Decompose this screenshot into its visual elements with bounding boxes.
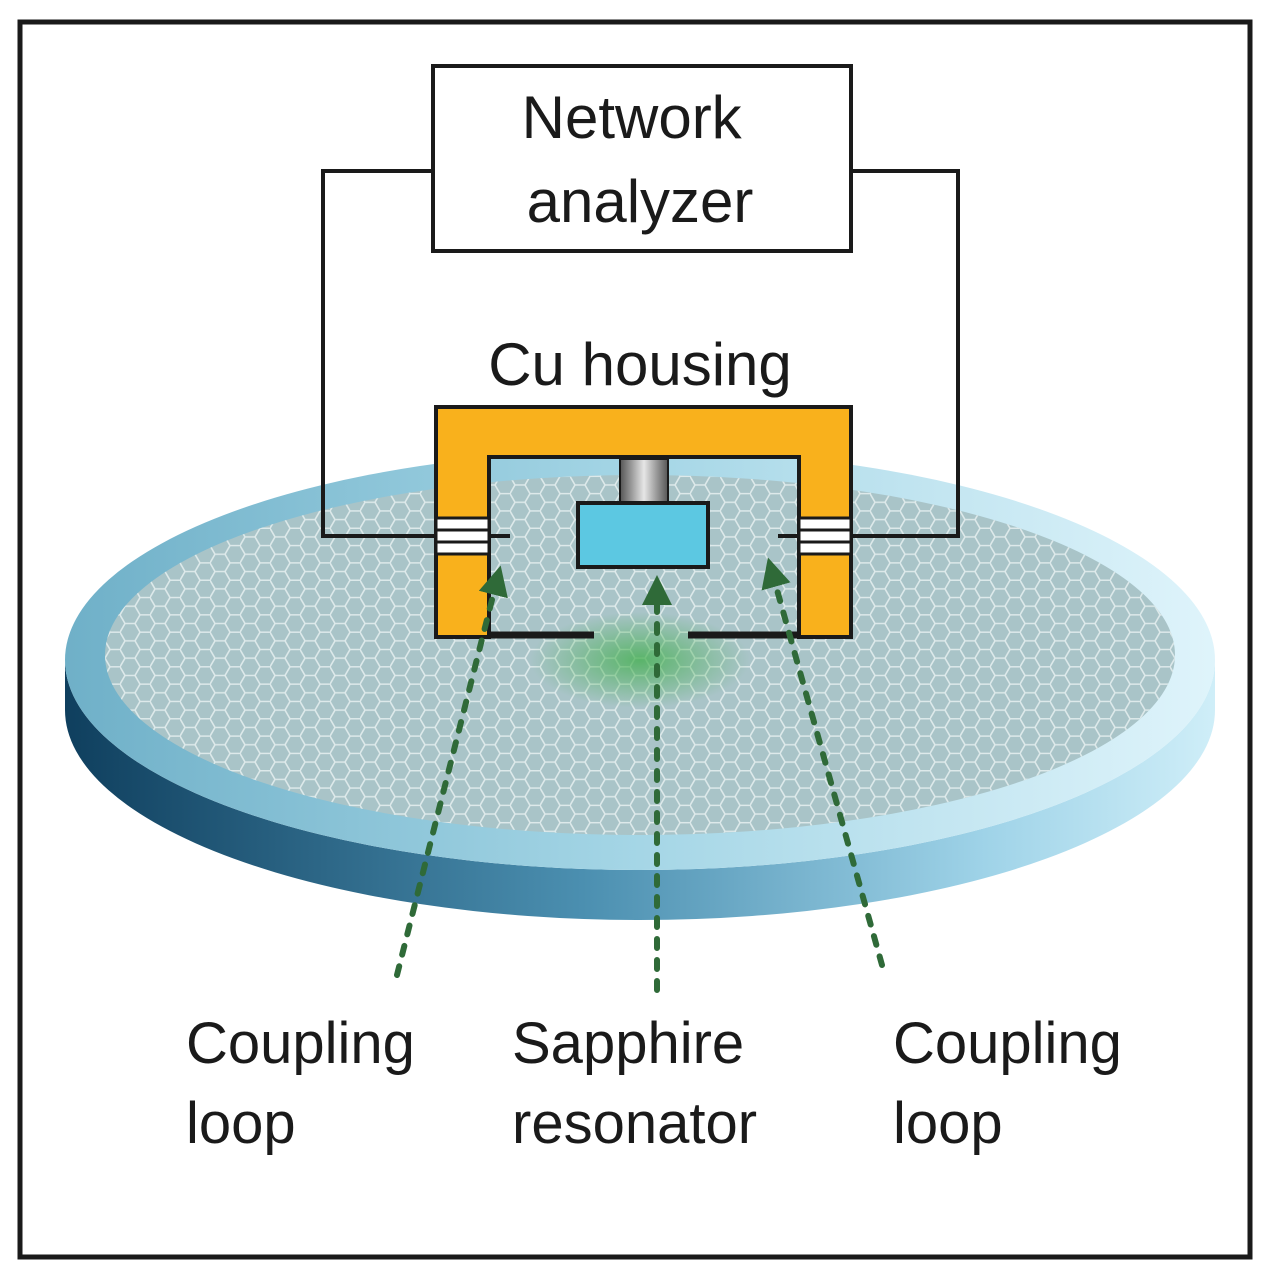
pointer-coupling-loop-right <box>761 557 885 968</box>
coupling-port-left <box>434 516 510 556</box>
coupling-loop-left-line-2: loop <box>186 1091 296 1156</box>
sapphire-resonator <box>576 501 710 569</box>
sapphire-resonator-line-1: Sapphire <box>512 1011 744 1076</box>
coupling-loop-left-line-1: Coupling <box>186 1011 415 1076</box>
cable-right <box>849 169 960 538</box>
resonator-post <box>619 458 669 504</box>
network-analyzer-label: Network analyzer <box>522 84 759 235</box>
cable-left <box>321 169 436 538</box>
network-analyzer-box <box>431 64 853 253</box>
sapphire-resonator-label: Sapphire resonator <box>512 1011 760 1156</box>
coupling-loop-right-line-2: loop <box>893 1091 1003 1156</box>
coupling-port-right <box>778 516 853 556</box>
network-analyzer-line-2: analyzer <box>527 168 754 235</box>
housing-body <box>434 405 853 639</box>
cables <box>321 169 960 538</box>
coupling-loop-right-label: Coupling loop <box>893 1011 1138 1156</box>
wafer-edge <box>65 660 1215 920</box>
pointers <box>394 557 885 993</box>
network-analyzer-line-1: Network <box>522 84 743 151</box>
copper-housing <box>434 405 853 639</box>
field-glow <box>530 612 750 708</box>
coupling-loop-right-line-1: Coupling <box>893 1011 1122 1076</box>
coupling-loop-left-label: Coupling loop <box>186 1011 431 1156</box>
cu-housing-label: Cu housing <box>488 331 792 398</box>
pointer-coupling-loop-left <box>394 565 508 978</box>
sapphire-resonator-line-2: resonator <box>512 1091 757 1156</box>
